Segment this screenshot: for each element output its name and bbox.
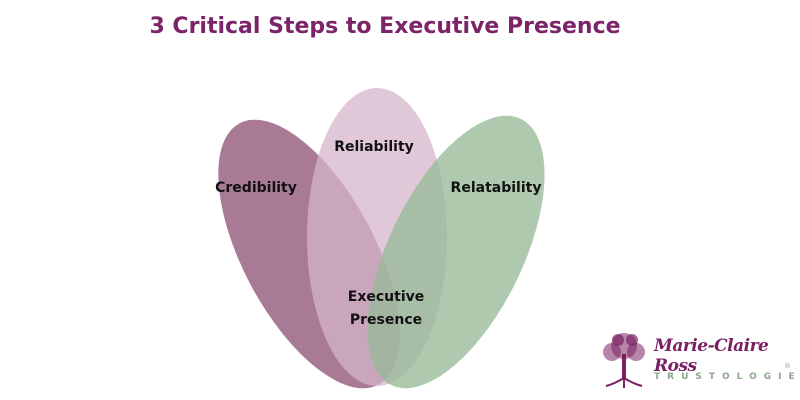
label-reliability: Reliability bbox=[334, 139, 414, 155]
logo-tagline: TRUSTOLOGIE bbox=[654, 372, 800, 382]
page-title: 3 Critical Steps to Executive Presence bbox=[149, 14, 621, 39]
logo-name: Marie-Claire Ross bbox=[654, 336, 769, 376]
ellipse-relatability bbox=[367, 115, 545, 389]
registered-mark: ® bbox=[784, 362, 791, 370]
label-center-line1: Executive bbox=[348, 289, 424, 305]
tree-icon bbox=[603, 333, 645, 388]
label-credibility: Credibility bbox=[215, 180, 297, 196]
label-center-line2: Presence bbox=[350, 312, 422, 328]
logo: Marie-Claire Ross ® TRUSTOLOGIE bbox=[596, 328, 796, 394]
label-relatability: Relatability bbox=[451, 180, 542, 196]
